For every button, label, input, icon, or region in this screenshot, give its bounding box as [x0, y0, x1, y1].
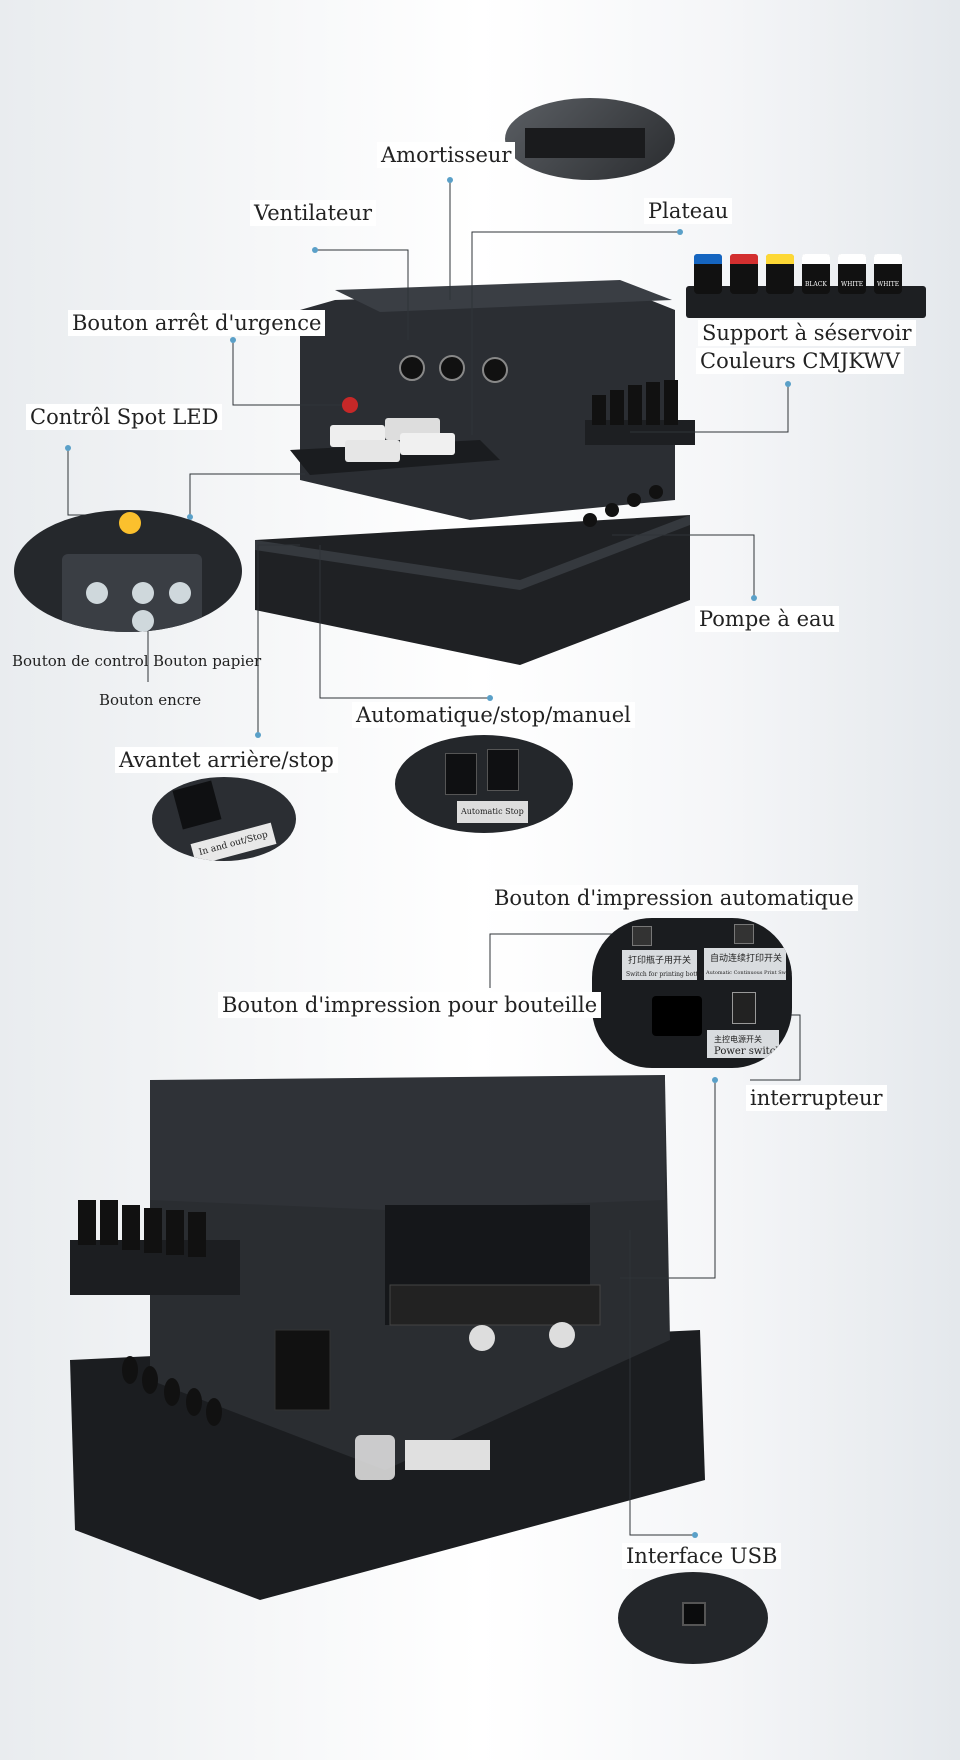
waste-bottle [355, 1435, 395, 1480]
bottom-printer-top [150, 1075, 665, 1210]
auto-stop-manual-label: Automatique/stop/manuel [352, 702, 635, 728]
side-vent [274, 1329, 331, 1411]
ink-cap-label: BLACK [805, 281, 827, 288]
bottle-switch-label-cn: 打印瓶子用开关 [628, 956, 692, 966]
side-hole [605, 503, 619, 517]
ink-bottle [166, 1210, 184, 1255]
control-panel-callout [14, 510, 242, 632]
damper-callout [505, 98, 675, 180]
side-hole [649, 485, 663, 499]
led-spot-label: Contrôl Spot LED [26, 404, 223, 430]
forward-back-stop-callout: In and out/Stop [152, 777, 296, 861]
power-switch-label-cn: 主控电源开关 [714, 1035, 762, 1044]
paper-button-label: Bouton papier [153, 652, 262, 670]
bottom-print-head [549, 1322, 575, 1348]
fan-label: Ventilateur [250, 200, 377, 226]
ink-bottle [592, 395, 606, 425]
side-hole [122, 1356, 138, 1384]
top-printer-base [255, 515, 690, 665]
usb-interface-callout [618, 1572, 768, 1664]
tray-label: Plateau [644, 198, 733, 224]
bottle-print-button-label: Bouton d'impression pour bouteille [218, 992, 602, 1018]
power-switch-label-en: Power switch [714, 1046, 782, 1057]
damper-label: Amortisseur [377, 142, 516, 168]
ink-bottle [78, 1200, 96, 1245]
ink-bottle [628, 385, 642, 425]
side-hole [627, 493, 641, 507]
ink-bottle [144, 1208, 162, 1253]
auto-stop-manual-callout: Automatic Stop [395, 735, 573, 833]
tray-item-3 [345, 440, 400, 462]
forward-back-stop-label: Avantet arrière/stop [115, 747, 338, 773]
ink-bottle [122, 1205, 140, 1250]
ink-bottles-callout: BLACK WHITE WHITE [686, 252, 926, 318]
tray-item-4 [400, 433, 455, 455]
sponge [405, 1440, 490, 1470]
automatic-stop-sticker: Automatic Stop [457, 801, 528, 823]
ink-button-label: Bouton encre [99, 691, 202, 709]
usb-interface-label: Interface USB [622, 1543, 782, 1569]
ink-cap-label: WHITE [841, 281, 864, 288]
fan-3 [482, 357, 508, 383]
fan-1 [399, 355, 425, 381]
switch-panel-callout: 打印瓶子用开关 Switch for printing bottle 自动连续打… [592, 918, 792, 1068]
water-pump-label: Pompe à eau [695, 606, 840, 632]
top-printer-base-top [255, 515, 690, 590]
side-hole [142, 1366, 158, 1394]
side-hole [583, 513, 597, 527]
side-hole [186, 1388, 202, 1416]
side-hole [164, 1378, 180, 1406]
side-hole [206, 1398, 222, 1426]
ink-support-label-line2: Couleurs CMJKWV [696, 348, 905, 374]
bottom-rail [389, 1284, 601, 1326]
bottle-switch-label-en: Switch for printing bottle [626, 971, 704, 978]
ink-cap-label: WHITE [877, 281, 900, 288]
ink-bottle [610, 390, 624, 425]
fan-2 [439, 355, 465, 381]
auto-print-label-en: Automatic Continuous Print Switch [706, 970, 792, 976]
ink-bottle [100, 1200, 118, 1245]
ink-support-label-line1: Support à séservoir [698, 320, 916, 346]
auto-print-label-cn: 自动连续打印开关 [710, 954, 783, 964]
auto-print-button-label: Bouton d'impression automatique [490, 885, 858, 911]
control-button-label: Bouton de control [12, 652, 149, 670]
bottom-print-head [469, 1325, 495, 1351]
emergency-stop [342, 397, 358, 413]
top-printer-lid [335, 280, 672, 312]
ink-bottle [664, 380, 678, 425]
ink-bottle [188, 1212, 206, 1257]
emergency-stop-label: Bouton arrêt d'urgence [68, 310, 326, 336]
power-switch-label: interrupteur [746, 1085, 887, 1111]
ink-bottle [646, 382, 660, 425]
